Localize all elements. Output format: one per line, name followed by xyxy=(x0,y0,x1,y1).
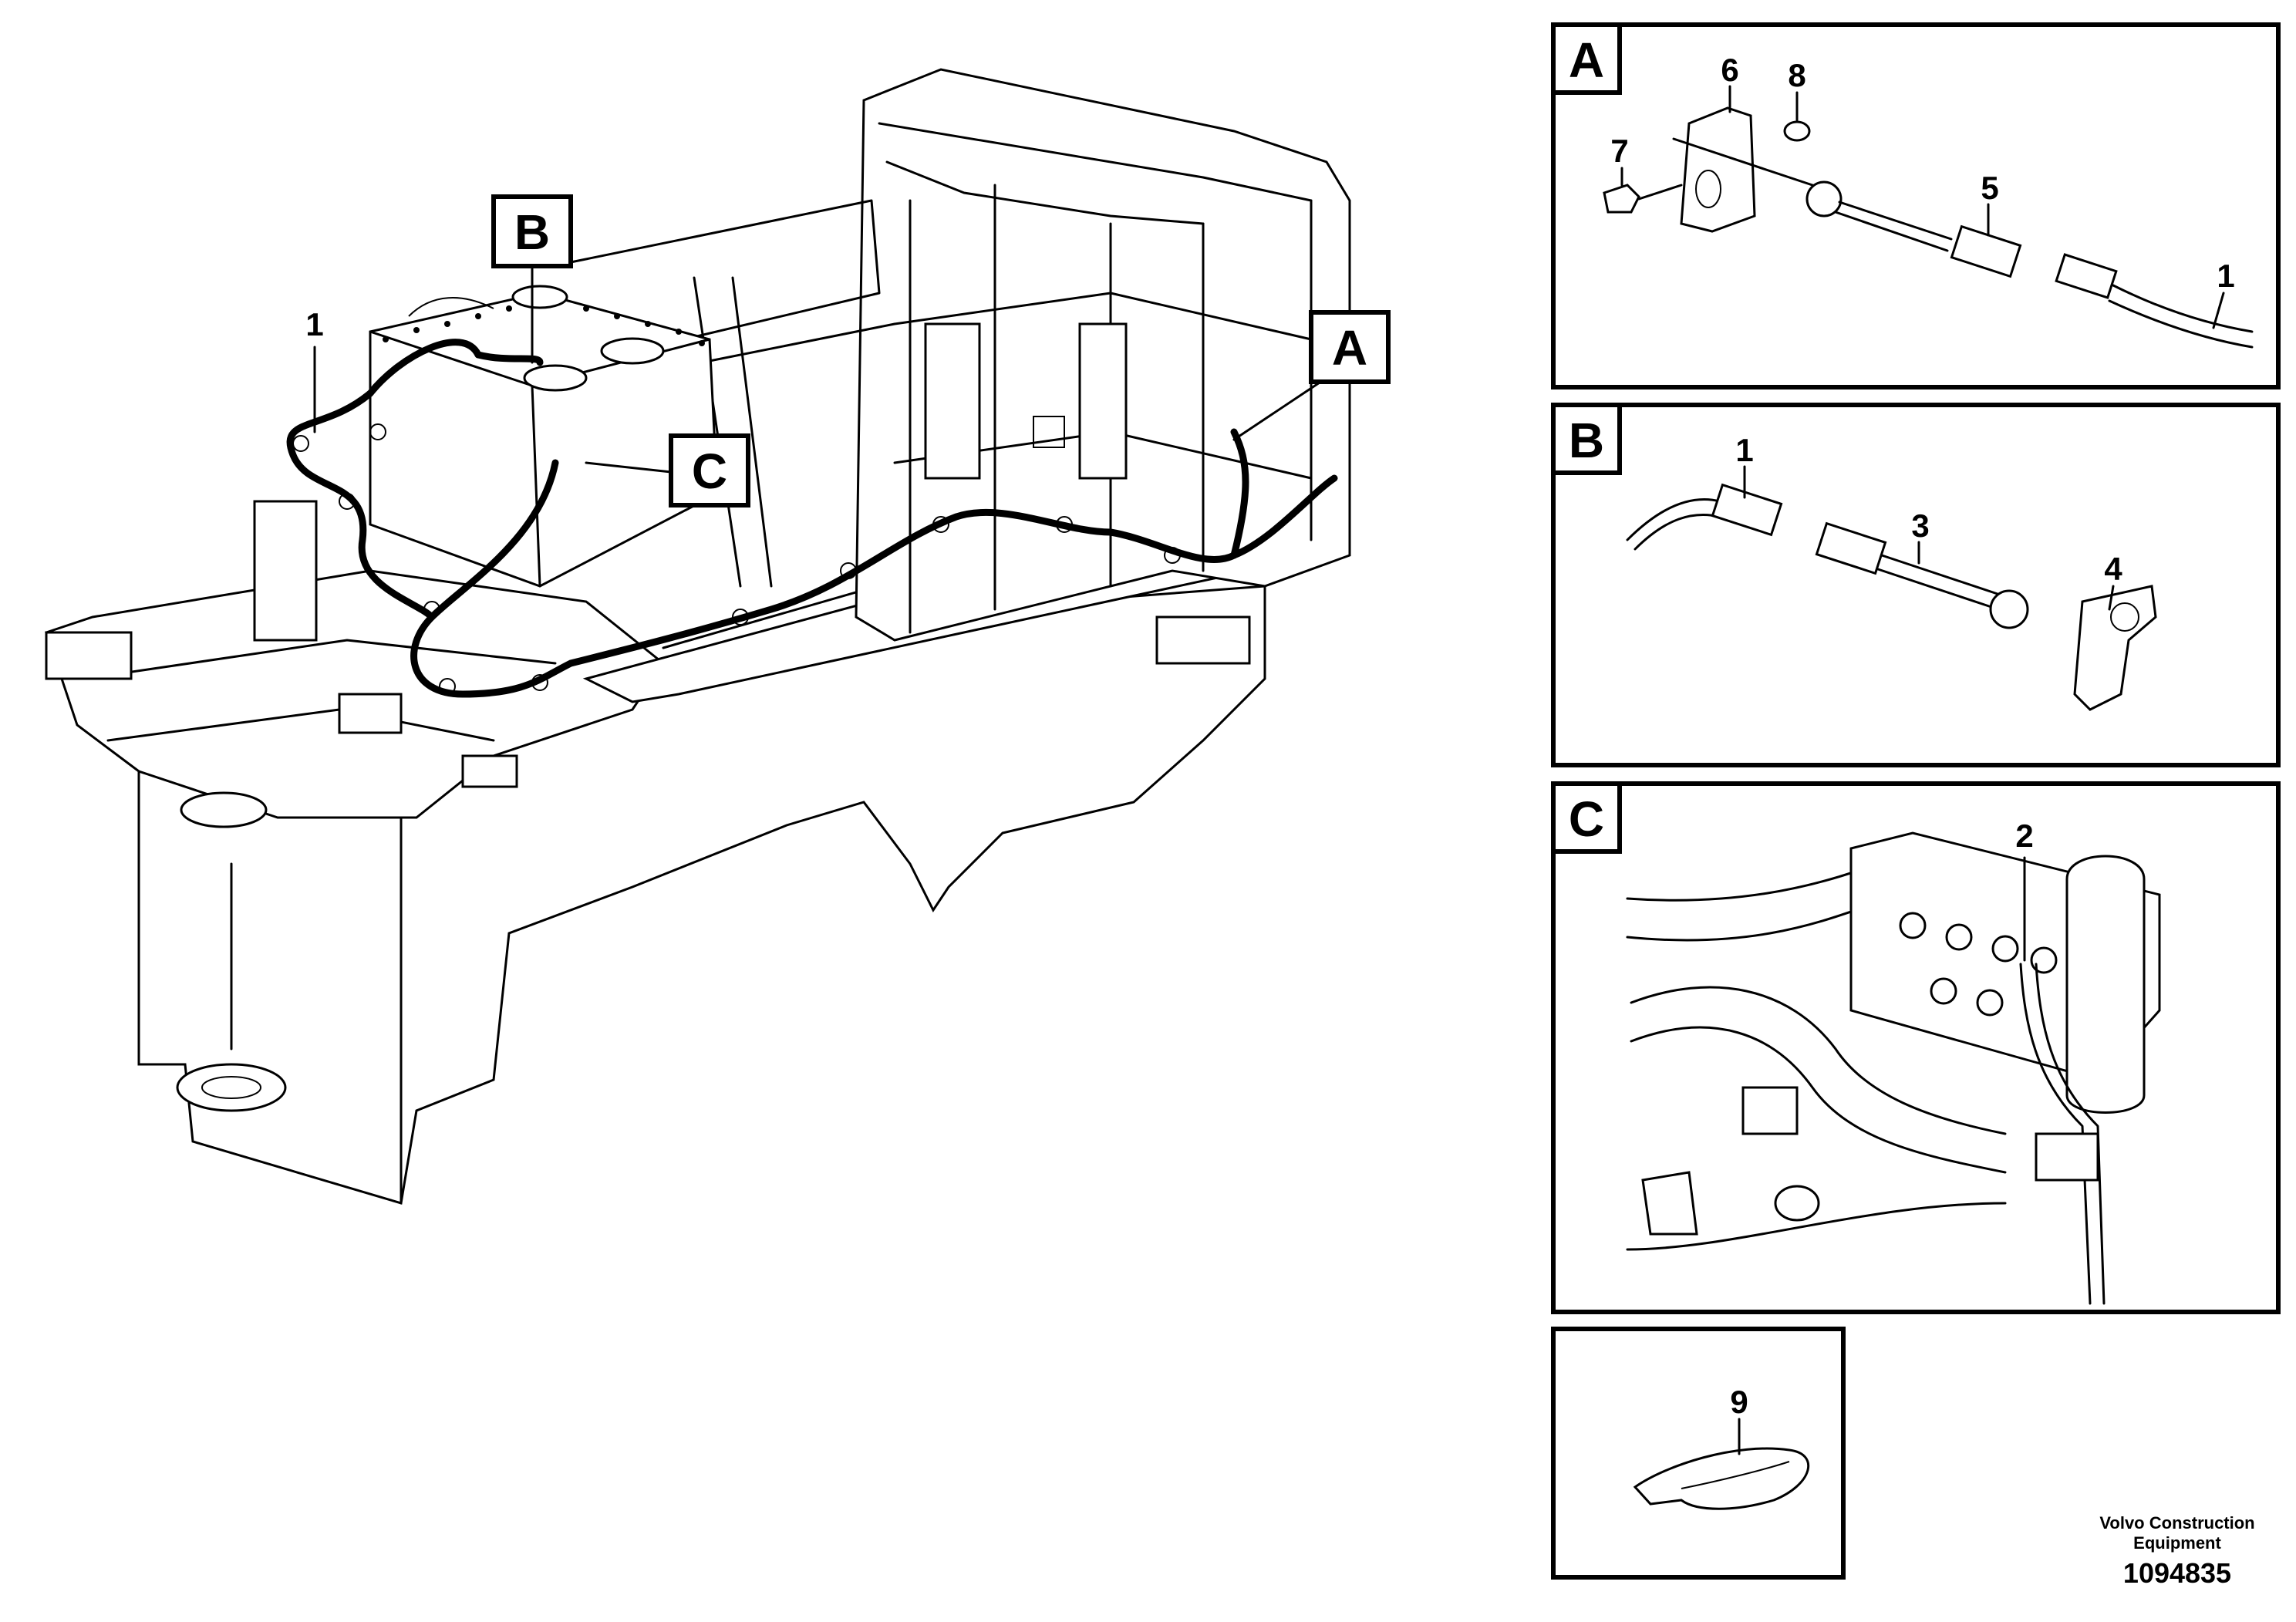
main-tag-c: C xyxy=(669,433,750,508)
connector-5 xyxy=(1950,224,2022,278)
detail-a-tag: A xyxy=(1569,32,1604,88)
detail-c-tag: C xyxy=(1569,791,1604,847)
footer: Volvo Construction Equipment 1094835 xyxy=(2099,1513,2254,1589)
detail-a-panel: A 6 8 7 5 1 xyxy=(1551,22,2281,389)
detail-a-callout-8: 8 xyxy=(1788,57,1805,93)
detail-a-callout-1: 1 xyxy=(2217,258,2234,294)
tank-filler-cap xyxy=(511,285,568,309)
detail-tie-callout-9: 9 xyxy=(1730,1384,1748,1420)
main-tag-a: A xyxy=(1309,310,1391,384)
lower-pivot-ring xyxy=(176,1063,287,1112)
detail-c-callout-2: 2 xyxy=(2015,818,2033,854)
bracket-4 xyxy=(2073,585,2157,711)
pivot-ring xyxy=(180,791,268,828)
main-callout-1: 1 xyxy=(305,306,323,342)
bracket-6 xyxy=(1680,106,1756,233)
svg-text:C: C xyxy=(692,443,727,499)
screw-7 xyxy=(1603,184,1683,214)
brand-line-2: Equipment xyxy=(2133,1533,2221,1553)
detail-b-callout-1: 1 xyxy=(1735,432,1753,468)
cylinder xyxy=(2065,855,2146,1114)
rear-block xyxy=(1155,615,1251,665)
leader-tag-a xyxy=(1232,376,1328,441)
detail-b-tag: B xyxy=(1569,413,1604,468)
detail-a-callout-6: 6 xyxy=(1721,52,1738,88)
cable-2 xyxy=(2019,963,2092,1305)
cable-tie xyxy=(1633,1447,1810,1510)
connector-3 xyxy=(1815,521,1887,575)
detail-a-callout-5: 5 xyxy=(1981,170,1998,206)
detail-a-callout-7: 7 xyxy=(1610,133,1628,169)
detail-b-callout-4: 4 xyxy=(2104,551,2122,587)
tank xyxy=(369,292,719,588)
detail-b-callout-3: 3 xyxy=(1911,508,1929,544)
svg-text:A: A xyxy=(1332,320,1367,376)
detail-c-panel: C 2 xyxy=(1551,781,2281,1314)
main-tag-b: B xyxy=(491,194,573,268)
svg-text:B: B xyxy=(514,204,550,260)
leader-tag-c xyxy=(585,461,673,474)
nut-8 xyxy=(1783,120,1811,142)
detail-b-panel: B 1 3 4 xyxy=(1551,403,2281,767)
brand-line-1: Volvo Construction xyxy=(2099,1513,2254,1533)
detail-tie-panel: 9 xyxy=(1551,1327,1846,1580)
doc-number: 1094835 xyxy=(2123,1557,2231,1589)
wire-harness xyxy=(286,339,1338,698)
main-view: 1 B C A xyxy=(45,68,1391,1205)
left-post xyxy=(253,500,318,642)
